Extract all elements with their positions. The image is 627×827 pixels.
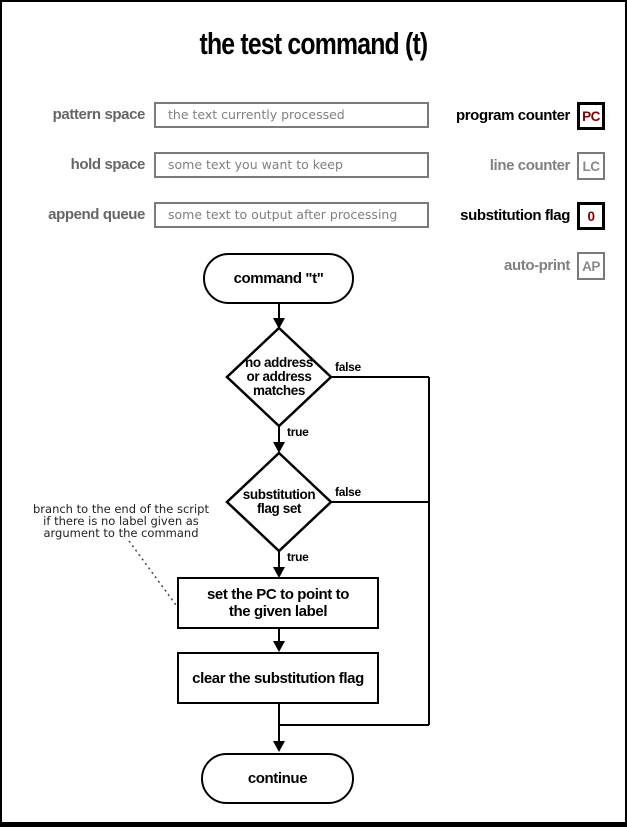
decision1-diamond [225,326,333,428]
decision1-true-label: true [287,425,309,439]
end-node: continue [201,753,354,804]
decision2-text: substitution flag set [242,487,316,516]
program-counter-label: program counter [455,107,570,124]
hold-space-label: hold space [70,156,146,173]
append-queue-label: append queue [48,206,145,223]
page-title-text: the test command (t) [199,26,429,61]
pattern-space-label: pattern space [52,106,146,123]
line-counter-label: line counter [489,157,571,174]
decision1-text: no address or address matches [244,355,314,398]
line-counter-value: LC [577,152,605,180]
auto-print-label: auto-print [504,257,570,274]
program-counter-value: PC [577,102,605,130]
decision2-diamond [225,451,333,553]
process1-node: set the PC to point to the given label [177,577,379,629]
auto-print-value: AP [577,252,605,280]
decision2-false-label: false [335,485,361,499]
pattern-space-field: the text currently processed [154,102,429,128]
substitution-flag-label: substitution flag [460,207,570,224]
annotation-text: branch to the end of the script if there… [33,502,209,540]
hold-space-field: some text you want to keep [154,152,429,178]
annotation-pointer-line [128,540,177,606]
page-title: the test command (t) [2,26,625,62]
append-queue-field: some text to output after processing [154,202,429,228]
substitution-flag-value: 0 [577,202,605,230]
decision2-true-label: true [287,550,309,564]
decision1-false-label: false [335,360,361,374]
process2-node: clear the substitution flag [177,652,379,704]
start-node: command "t" [203,253,354,304]
